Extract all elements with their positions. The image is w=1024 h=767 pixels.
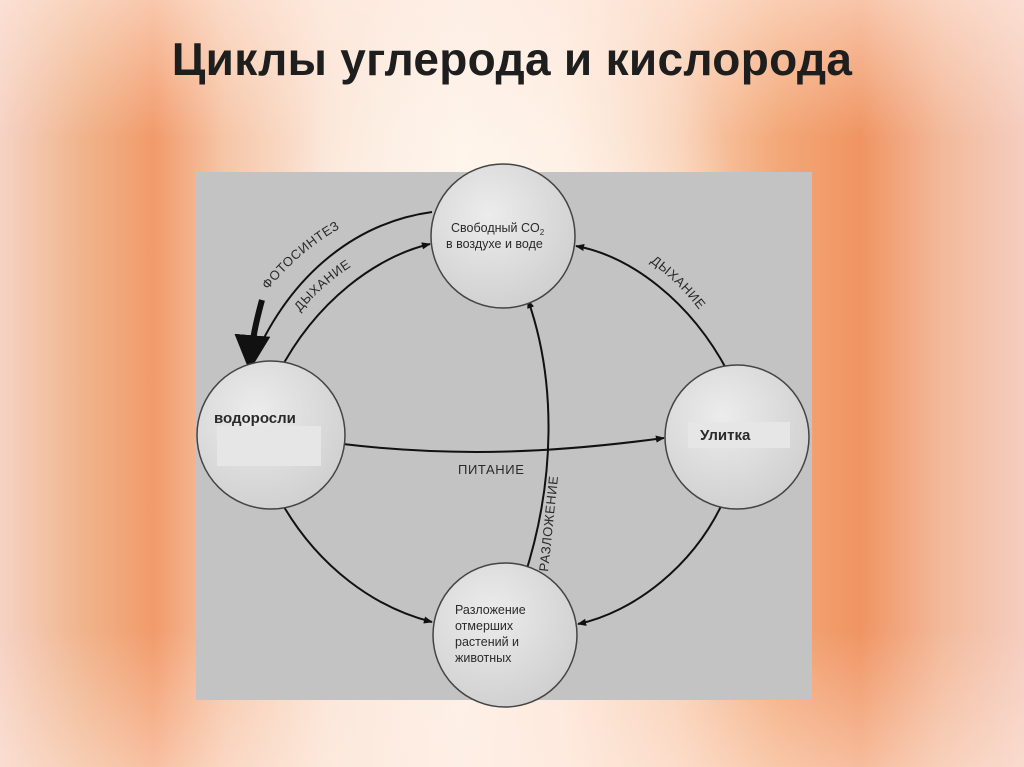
node-decomposition: Разложение отмерших растений и животных [432, 562, 578, 708]
co2-line2: в воздухе и воде [446, 237, 543, 251]
edge-decomposition-arrow [523, 299, 550, 579]
snail-label: Улитка [700, 427, 751, 444]
edge-respiration-algae-arrow [277, 242, 431, 375]
edge-snail-to-decomp-arrow [577, 499, 725, 626]
co2-line1: Свободный CO [451, 221, 540, 235]
edge-algae-to-decomp-arrow [279, 499, 433, 624]
decomp-line2: отмерших [455, 619, 514, 633]
label-nutrition: ПИТАНИЕ [458, 462, 524, 477]
svg-text:Свободный CO2: Свободный CO2 [451, 221, 545, 237]
node-co2: Свободный CO2 в воздухе и воде [430, 163, 576, 309]
decomp-line3: растений и [455, 635, 519, 649]
edge-respiration-snail-arrow [575, 243, 729, 373]
edge-photosynthesis-arrow [234, 211, 433, 372]
co2-subscript: 2 [540, 228, 545, 237]
decomp-line1: Разложение [455, 603, 526, 617]
page-title: Циклы углерода и кислорода [171, 33, 853, 85]
node-snail: Улитка [664, 364, 810, 510]
algae-label: водоросли [214, 410, 296, 427]
node-algae: водоросли [196, 360, 346, 510]
label-decomposition: РАЗЛОЖЕНИЕ [536, 475, 561, 573]
edge-nutrition-arrow [342, 435, 665, 453]
decomp-line4: животных [455, 651, 512, 665]
